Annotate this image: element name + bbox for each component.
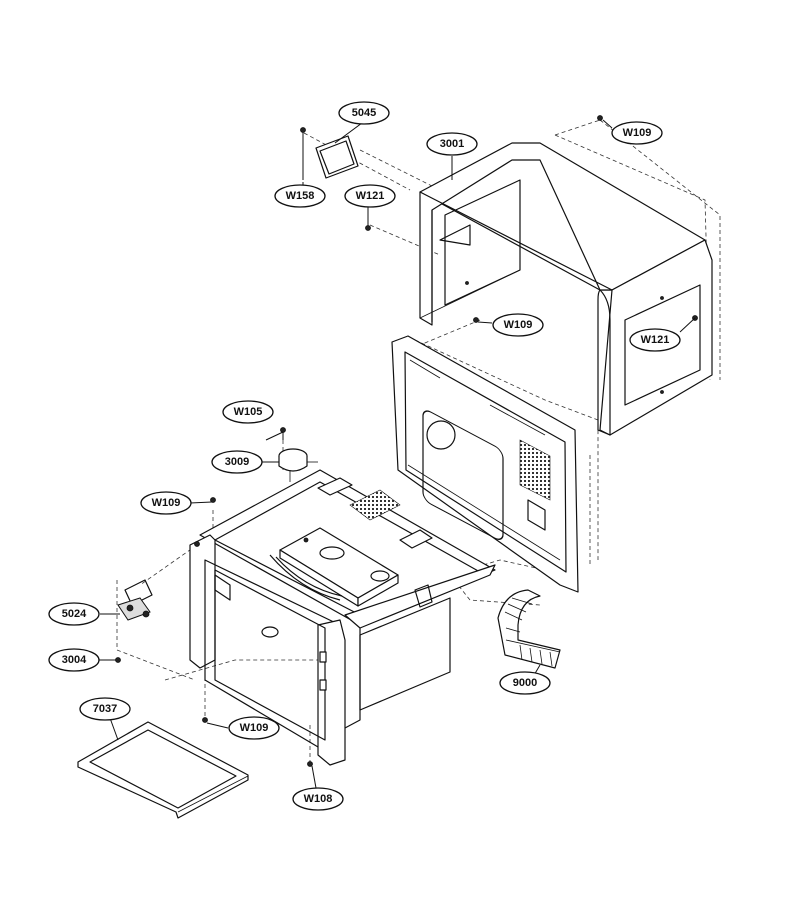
svg-text:3001: 3001 bbox=[440, 138, 464, 150]
svg-text:7037: 7037 bbox=[93, 703, 117, 715]
svg-text:W105: W105 bbox=[234, 406, 263, 418]
screw-w108 bbox=[307, 761, 313, 767]
callout-w109-mid: W109 bbox=[492, 313, 544, 337]
callout-w108: W108 bbox=[292, 787, 344, 811]
callout-w121-right: W121 bbox=[629, 328, 681, 352]
part-5024-latch bbox=[115, 497, 216, 663]
part-3009-motor bbox=[278, 427, 318, 482]
svg-text:W109: W109 bbox=[152, 497, 181, 509]
part-9000-duct bbox=[497, 589, 561, 669]
svg-text:W109: W109 bbox=[504, 319, 533, 331]
svg-text:W108: W108 bbox=[304, 793, 333, 805]
callout-w109-bottom: W109 bbox=[228, 716, 280, 740]
svg-text:W121: W121 bbox=[356, 190, 385, 202]
callout-9000: 9000 bbox=[499, 671, 551, 695]
part-back-plate bbox=[391, 335, 579, 593]
callout-3004: 3004 bbox=[48, 648, 100, 672]
part-chassis bbox=[189, 469, 496, 766]
svg-text:3004: 3004 bbox=[62, 654, 87, 666]
callout-5024: 5024 bbox=[48, 602, 100, 626]
svg-text:W109: W109 bbox=[240, 722, 269, 734]
leader-lines bbox=[96, 119, 696, 789]
callout-3009: 3009 bbox=[211, 450, 263, 474]
part-5045-gasket bbox=[300, 127, 359, 180]
callout-w121-top: W121 bbox=[344, 184, 396, 208]
svg-text:9000: 9000 bbox=[513, 677, 537, 689]
callout-w109-left: W109 bbox=[140, 491, 192, 515]
callout-w109-top: W109 bbox=[611, 121, 663, 145]
part-7037-tray bbox=[77, 721, 249, 819]
callout-5045: 5045 bbox=[338, 101, 390, 125]
svg-text:W158: W158 bbox=[286, 190, 315, 202]
callout-3001: 3001 bbox=[426, 132, 478, 156]
svg-text:W121: W121 bbox=[641, 334, 670, 346]
callout-7037: 7037 bbox=[79, 697, 131, 721]
svg-text:5024: 5024 bbox=[62, 608, 87, 620]
svg-text:3009: 3009 bbox=[225, 456, 249, 468]
svg-text:5045: 5045 bbox=[352, 107, 376, 119]
callout-w158: W158 bbox=[274, 184, 326, 208]
screw-w109-bottom bbox=[202, 717, 208, 723]
svg-text:W109: W109 bbox=[623, 127, 652, 139]
callout-w105: W105 bbox=[222, 400, 274, 424]
